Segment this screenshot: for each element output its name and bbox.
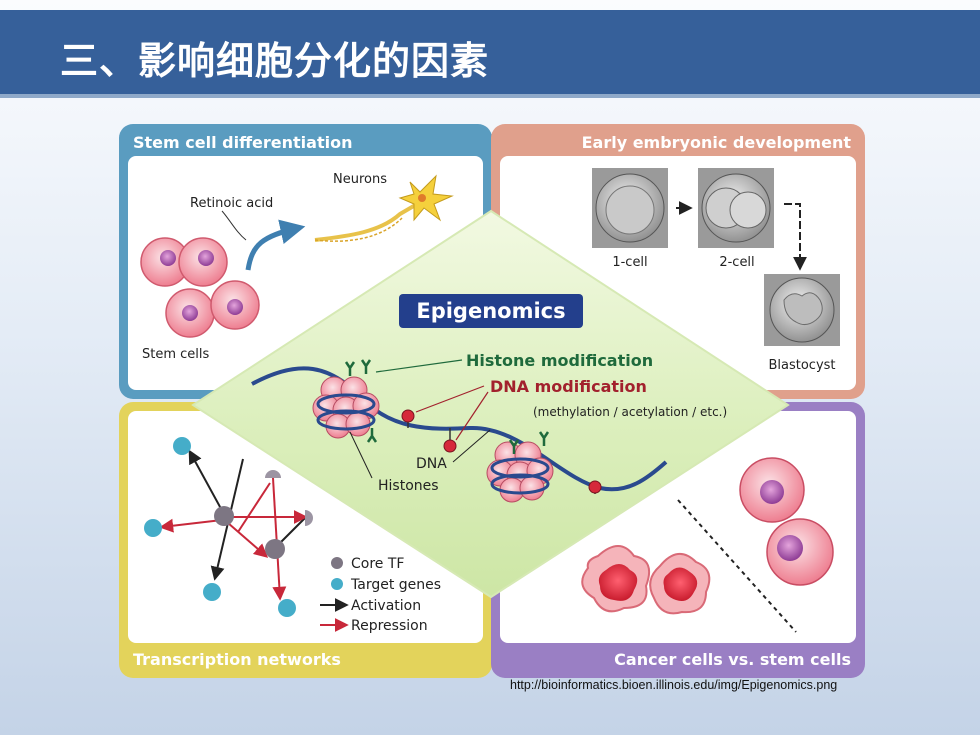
neuron-icon: [314, 174, 454, 242]
stem-cells-cluster: [140, 237, 260, 338]
epigenomics-title: Epigenomics: [416, 299, 565, 323]
label-histones: Histones: [378, 478, 439, 494]
label-neurons: Neurons: [333, 172, 387, 187]
divider-line: [677, 499, 797, 633]
label-retinoic-acid: Retinoic acid: [190, 196, 273, 211]
panel-cancer-vs-stem: Cancer cells vs. stem cells: [491, 402, 865, 678]
label-dna-modification: DNA modification: [490, 377, 647, 396]
target-gene-node: [144, 519, 162, 537]
epigenomics-diamond: Epigenomics Histone modification DNA mod…: [191, 209, 790, 599]
label-histone-modification: Histone modification: [466, 351, 653, 370]
nucleosome-left: [312, 376, 380, 439]
panel-header-cancer: Cancer cells vs. stem cells: [614, 650, 851, 669]
core-tf-node: [265, 539, 285, 559]
label-dna: DNA: [416, 456, 447, 472]
source-url: http://bioinformatics.bioen.illinois.edu…: [510, 678, 838, 692]
panel-header-stem: Stem cell differentiation: [133, 133, 352, 152]
slide-title-bar: 三、影响细胞分化的因素: [0, 10, 980, 98]
label-one-cell: 1-cell: [612, 255, 647, 270]
label-blastocyst: Blastocyst: [768, 358, 835, 373]
embryo-two-cell: [698, 168, 774, 248]
dna-strand: [251, 366, 668, 492]
label-dna-modification-note: (methylation / acetylation / etc.): [533, 405, 727, 419]
histone-marks: [344, 359, 550, 454]
legend-core-tf: Core TF: [351, 556, 404, 572]
slide-title: 三、影响细胞分化的因素: [60, 39, 490, 83]
legend-activation: Activation: [351, 598, 421, 614]
embryo-blastocyst: [764, 274, 840, 346]
embryo-one-cell: [592, 168, 668, 248]
target-gene-node: [173, 437, 191, 455]
label-two-cell: 2-cell: [719, 255, 754, 270]
panel-header-networks: Transcription networks: [133, 650, 341, 669]
embryo-arrow-down: [784, 203, 807, 271]
network-legend: Core TF Target genes Activation Repressi…: [320, 556, 441, 634]
epigenomics-title-box: [399, 294, 583, 328]
panel-header-embryo: Early embryonic development: [582, 133, 852, 152]
dna-marks: [401, 409, 602, 494]
target-gene-node: [278, 599, 296, 617]
core-tf-node: [214, 506, 234, 526]
legend-repression: Repression: [351, 618, 428, 634]
retinoic-acid-arrow: [245, 219, 306, 271]
label-stem-cells: Stem cells: [142, 347, 210, 362]
target-gene-node: [203, 583, 221, 601]
cancer-cells: [581, 545, 711, 615]
legend-target-genes: Target genes: [350, 577, 441, 593]
